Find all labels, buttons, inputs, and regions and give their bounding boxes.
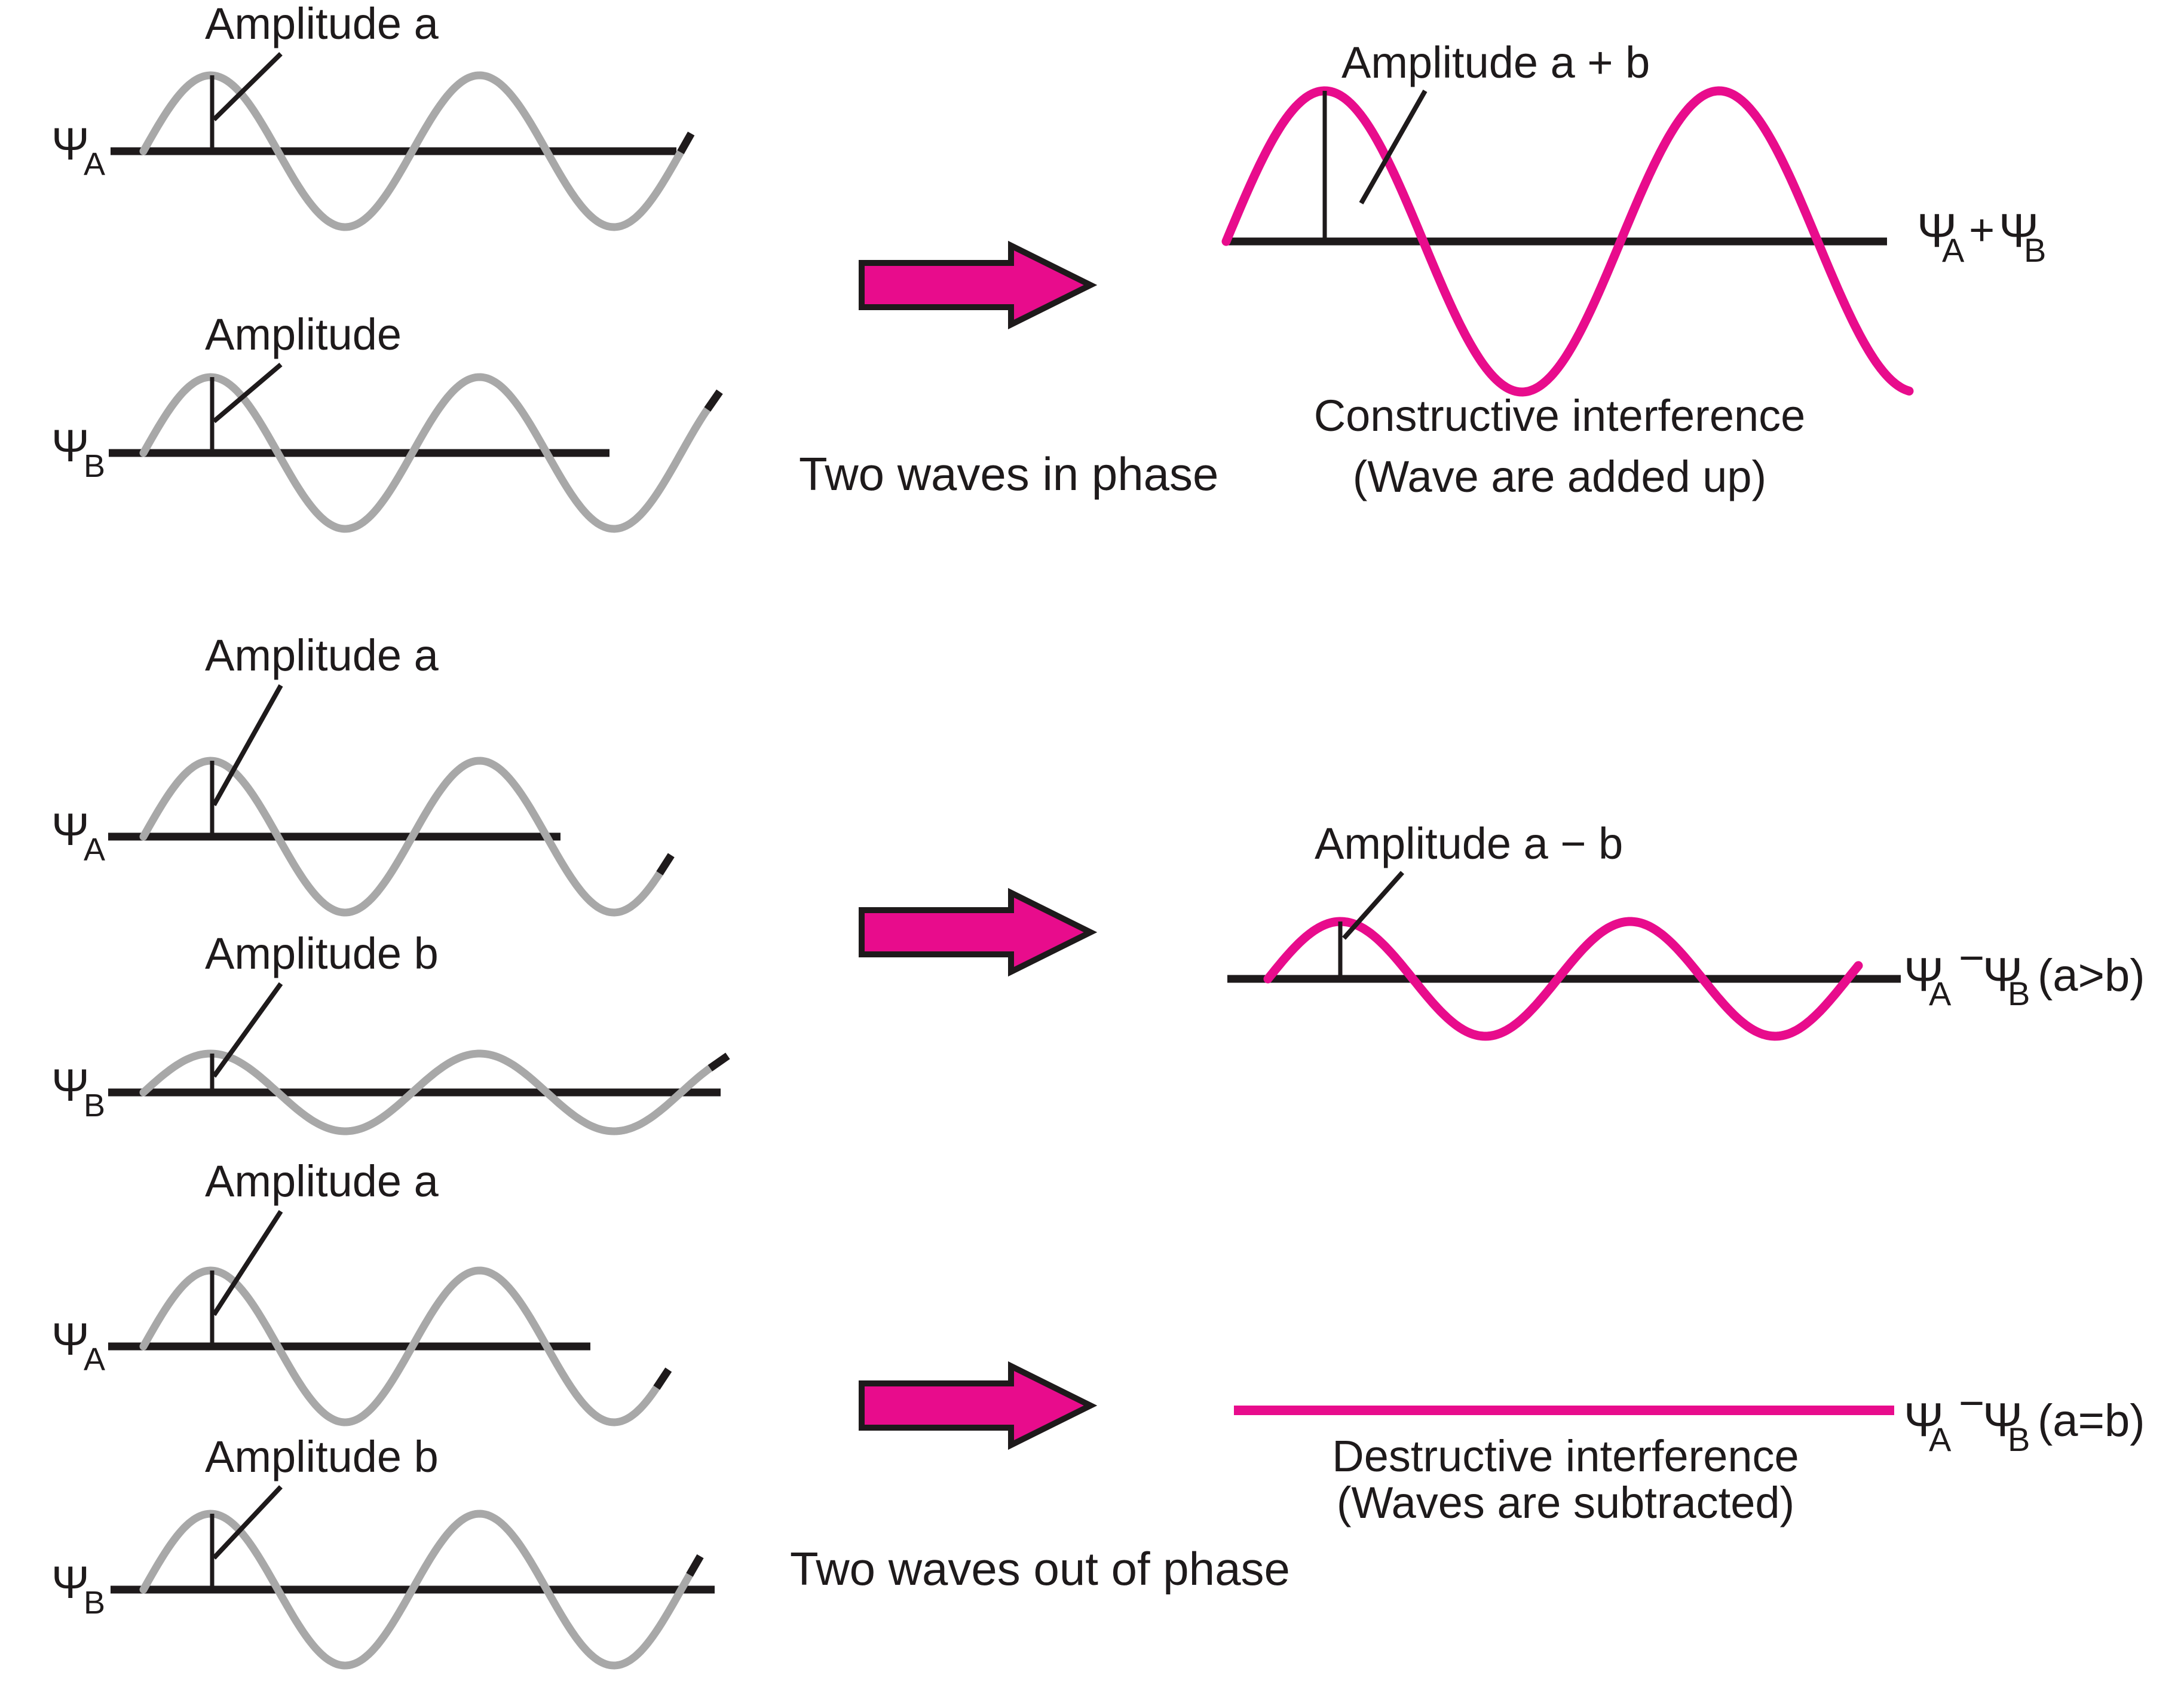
gray-sine-wave <box>139 1510 694 1670</box>
left-wave-row-2: Amplitude Ψ B <box>51 310 723 533</box>
psi-symbol: Ψ <box>1917 204 1957 257</box>
psi-subscript: A <box>1929 975 1952 1012</box>
minus-operator: − <box>1959 1378 1984 1428</box>
psi-subscript: B <box>84 1088 105 1123</box>
gray-sine-wave <box>139 757 664 917</box>
psi-symbol: Ψ <box>1983 948 2023 1001</box>
label-pointer-line <box>212 684 283 806</box>
psi-subscript: B <box>2008 975 2030 1012</box>
result-wave-row-3: Ψ A − Ψ B (a=b) Destructive interference… <box>1234 1378 2145 1527</box>
amplitude-label: Amplitude a <box>205 630 439 680</box>
psi-symbol: Ψ <box>51 804 90 855</box>
psi-symbol: Ψ <box>1999 204 2039 257</box>
pink-result-wave <box>1263 917 1863 1041</box>
left-wave-row-4: Amplitude b Ψ B <box>51 929 730 1135</box>
psi-subscript: A <box>84 832 105 868</box>
result-wave-row-2: Amplitude a − b Ψ A − Ψ B (a>b) <box>1227 819 2145 1041</box>
psi-subscript: A <box>84 146 105 182</box>
wave-end-tick <box>677 131 695 154</box>
left-wave-row-3: Amplitude a Ψ A <box>51 630 675 917</box>
psi-subscript: A <box>1929 1420 1952 1458</box>
amplitude-label: Amplitude <box>205 310 402 359</box>
wave-end-tick <box>686 1554 704 1577</box>
gray-sine-wave <box>139 373 712 533</box>
out-of-phase-caption: Two waves out of phase <box>790 1542 1290 1595</box>
minus-operator: − <box>1959 933 1984 982</box>
psi-subscript: A <box>84 1342 105 1377</box>
psi-subscript: B <box>84 1585 105 1621</box>
amplitude-label: Amplitude a + b <box>1341 38 1650 87</box>
constructive-caption-line1: Constructive interference <box>1314 391 1806 440</box>
in-phase-caption: Two waves in phase <box>799 448 1218 500</box>
psi-subscript: B <box>2008 1420 2030 1458</box>
destructive-caption-line2: (Waves are subtracted) <box>1337 1478 1794 1527</box>
wave-end-tick <box>707 1052 730 1071</box>
amplitude-label: Amplitude a <box>205 0 439 48</box>
label-pointer-line <box>212 362 283 424</box>
condition-suffix: (a=b) <box>2038 1395 2145 1446</box>
formula-psiA-plus-psiB: Ψ A + Ψ B <box>1917 204 2046 269</box>
right-arrow-icon-1 <box>859 240 1098 330</box>
wave-end-tick <box>653 1367 672 1390</box>
label-pointer-line <box>212 982 283 1078</box>
label-pointer-line <box>1342 871 1404 940</box>
formula-psiA-minus-psiB-agtb: Ψ A − Ψ B (a>b) <box>1904 933 2145 1012</box>
gray-sine-wave <box>139 1049 715 1135</box>
psi-symbol: Ψ <box>1904 1393 1944 1446</box>
psi-symbol: Ψ <box>51 119 90 170</box>
gray-sine-wave <box>139 71 685 231</box>
psi-symbol: Ψ <box>51 421 90 472</box>
psi-subscript: B <box>2024 231 2046 269</box>
condition-suffix: (a>b) <box>2038 950 2145 1001</box>
gray-sine-wave <box>139 1266 661 1426</box>
psi-symbol: Ψ <box>1983 1393 2023 1446</box>
psi-subscript: A <box>1942 231 1965 269</box>
psi-subscript: B <box>84 448 105 484</box>
wave-end-tick <box>656 853 675 875</box>
left-wave-row-1: Amplitude a Ψ A <box>51 0 695 231</box>
right-arrow-icon-3 <box>859 1361 1098 1450</box>
amplitude-label: Amplitude b <box>205 1432 439 1481</box>
left-wave-row-5: Amplitude a Ψ A <box>51 1156 672 1426</box>
right-arrow-icon-2 <box>859 887 1098 977</box>
wave-end-tick <box>704 389 723 412</box>
left-wave-row-6: Amplitude b Ψ B <box>51 1432 715 1670</box>
result-wave-row-1: Amplitude a + b Ψ A + Ψ B Constructive i… <box>1221 38 2046 501</box>
amplitude-label: Amplitude a − b <box>1315 819 1623 868</box>
formula-psiA-minus-psiB-aeqb: Ψ A − Ψ B (a=b) <box>1904 1378 2145 1458</box>
constructive-caption-line2: (Wave are added up) <box>1353 452 1766 501</box>
label-pointer-line <box>1359 90 1428 204</box>
label-pointer-line <box>212 1210 283 1317</box>
label-pointer-line <box>212 52 283 121</box>
destructive-caption-line1: Destructive interference <box>1332 1431 1799 1481</box>
plus-operator: + <box>1969 205 1995 255</box>
psi-symbol: Ψ <box>51 1314 90 1365</box>
psi-symbol: Ψ <box>51 1557 90 1608</box>
psi-symbol: Ψ <box>51 1060 90 1111</box>
label-pointer-line <box>212 1485 283 1560</box>
amplitude-label: Amplitude a <box>205 1156 439 1206</box>
psi-symbol: Ψ <box>1904 948 1944 1001</box>
pink-result-wave <box>1221 86 1914 397</box>
amplitude-label: Amplitude b <box>205 929 439 978</box>
